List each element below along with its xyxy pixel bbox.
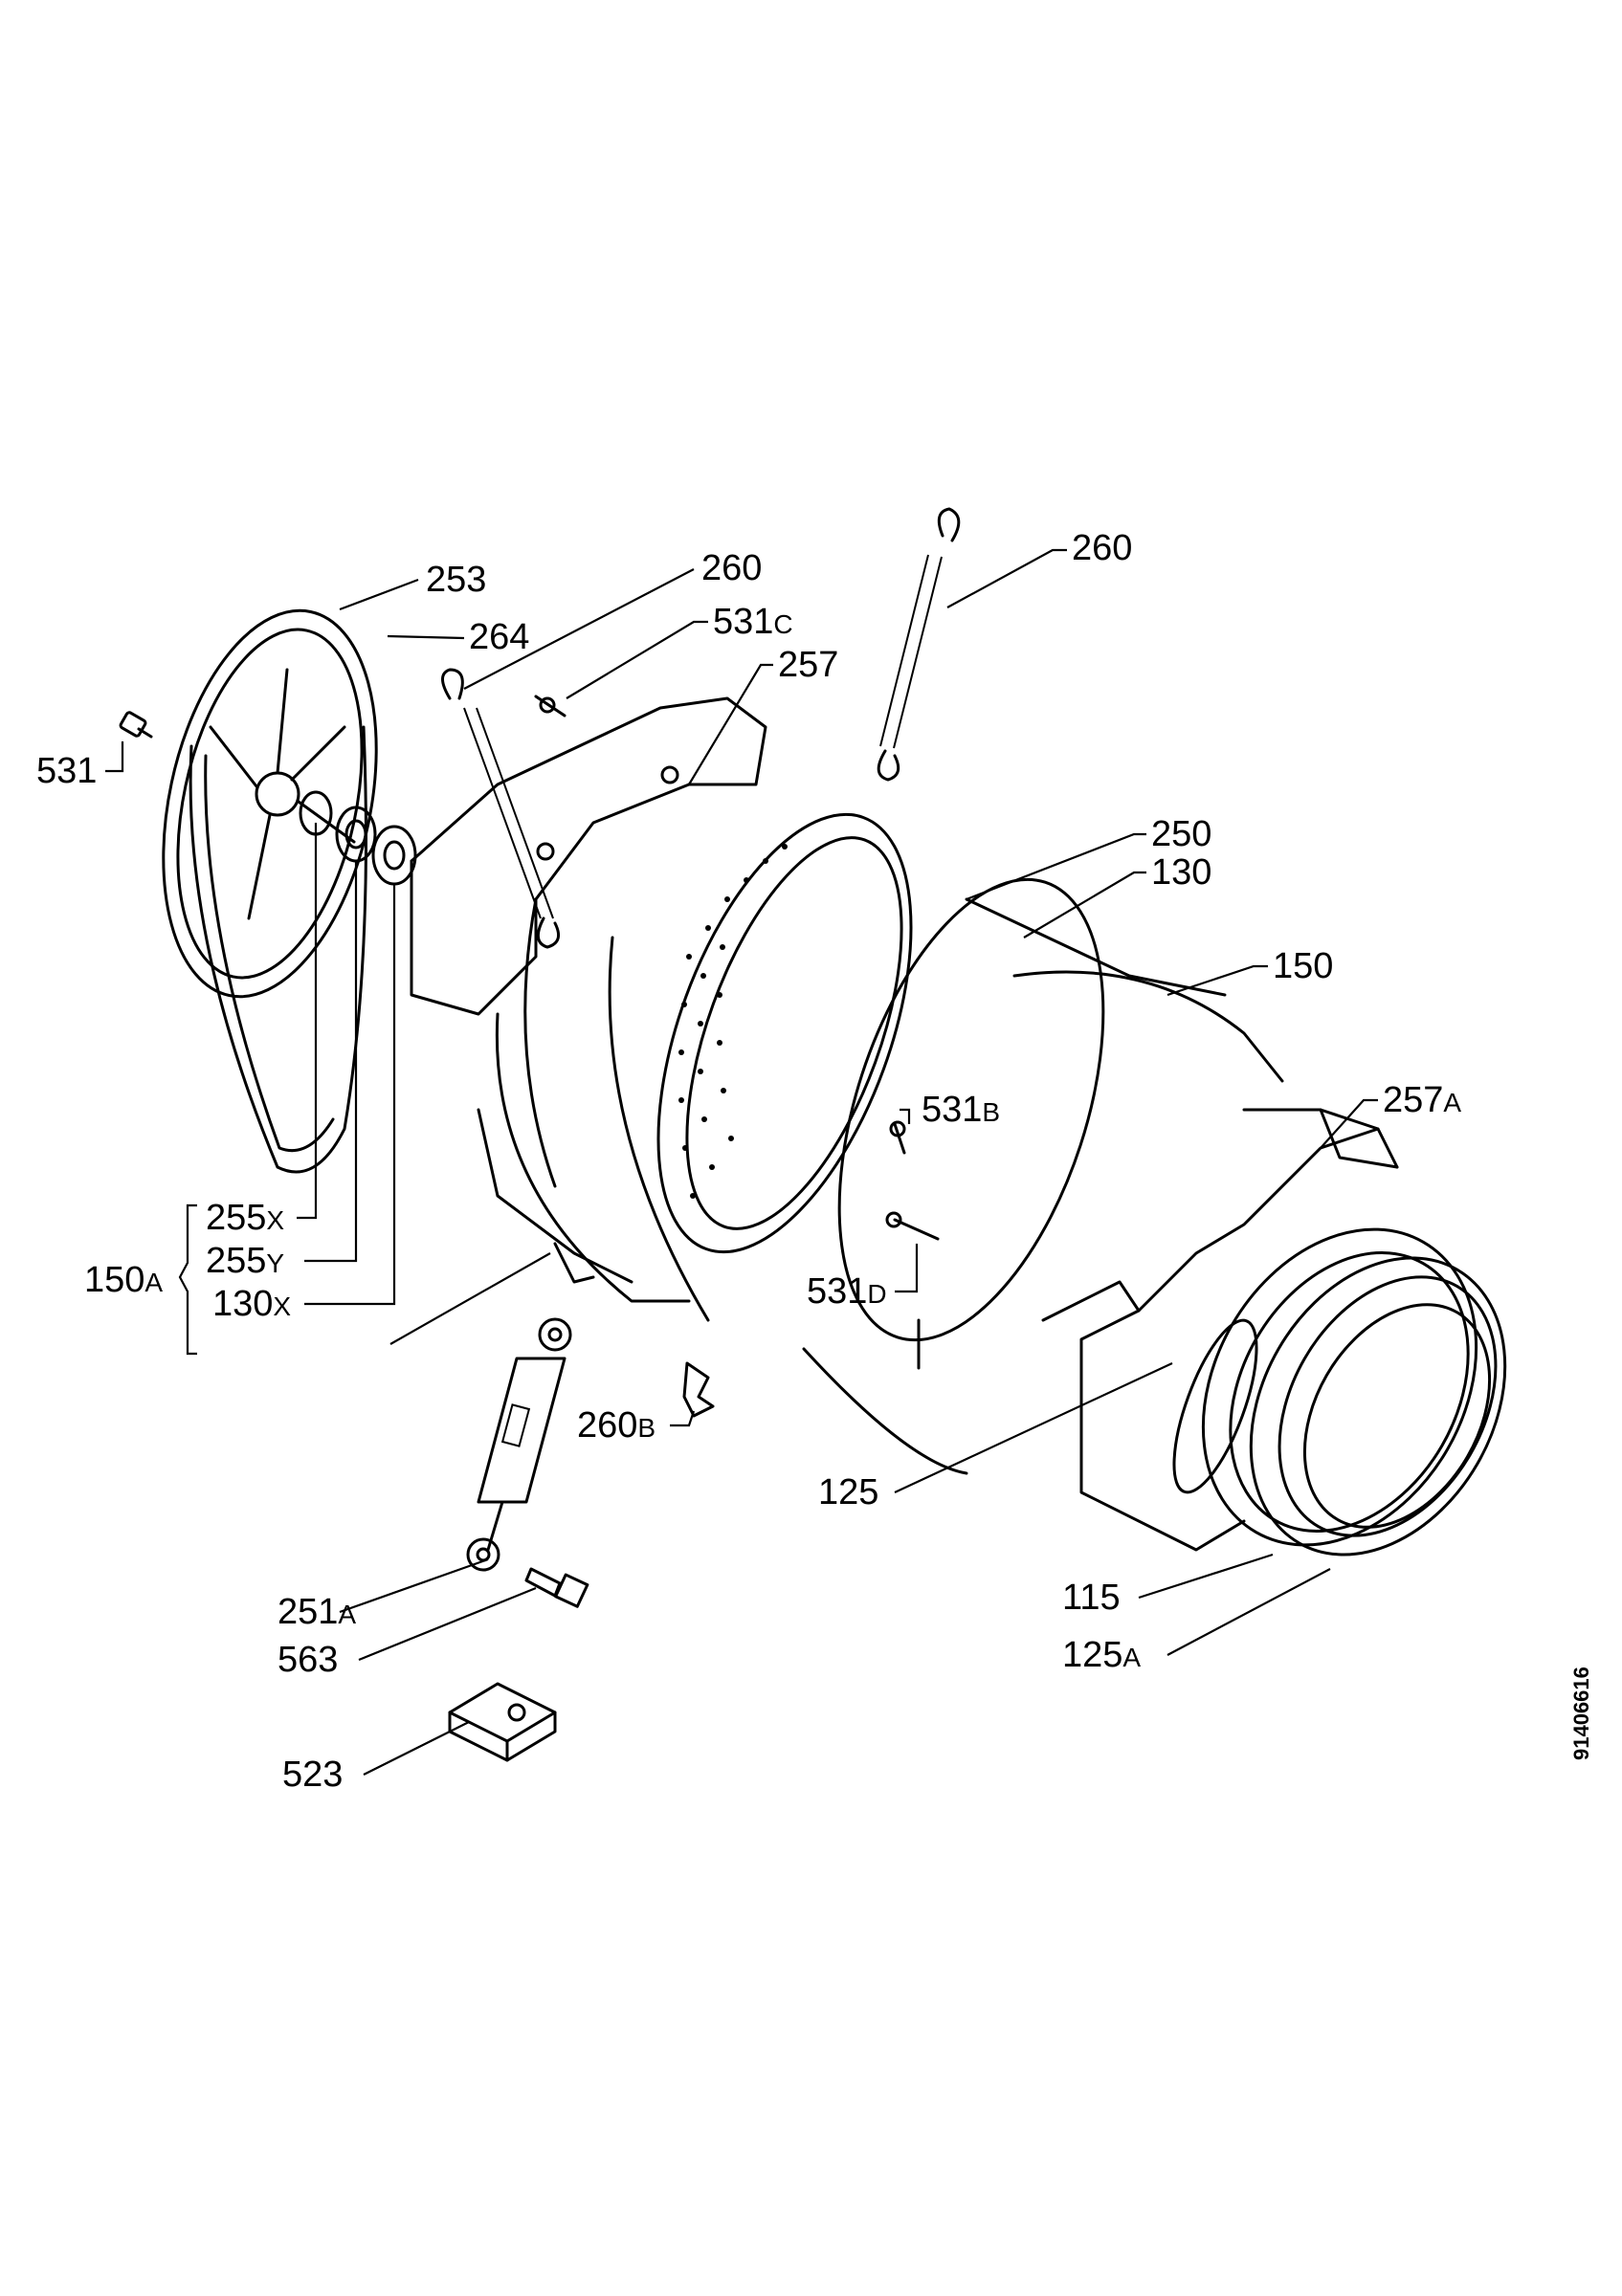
pulley-wheel-drawing <box>162 608 378 1174</box>
callout-531: 531 <box>36 751 97 791</box>
callout-257: 257 <box>778 645 838 685</box>
rear-tub-drawing <box>410 696 767 1303</box>
callout-255y: 255Y <box>206 1241 284 1281</box>
callout-260b: 260B <box>577 1405 655 1446</box>
callout-260-right: 260 <box>1072 528 1132 568</box>
drum-drawing <box>608 812 913 1322</box>
front-tub-drawing <box>802 877 1284 1475</box>
callout-130: 130 <box>1151 852 1211 893</box>
ring-125-drawing <box>1172 1318 1258 1494</box>
door-gasket-drawing <box>1201 1227 1507 1556</box>
screw-531d-drawing <box>885 1211 940 1241</box>
callout-531d: 531D <box>807 1271 887 1312</box>
spring-left-drawing <box>441 668 561 949</box>
leader-lines <box>105 548 1378 1776</box>
screw-531b-drawing <box>889 1120 906 1155</box>
callout-150: 150 <box>1273 946 1333 986</box>
shock-absorber-drawing <box>466 1317 572 1572</box>
callout-563: 563 <box>278 1640 338 1680</box>
callout-251a: 251A <box>278 1592 356 1632</box>
callout-531b: 531B <box>922 1090 1000 1130</box>
screw-531c-drawing <box>534 695 567 718</box>
callout-264: 264 <box>469 617 529 657</box>
bolt-563-drawing <box>524 1567 589 1608</box>
callout-257a: 257A <box>1383 1080 1461 1120</box>
callout-115: 115 <box>1062 1578 1121 1618</box>
callout-531c: 531C <box>713 602 793 642</box>
screw-531-drawing <box>119 711 153 739</box>
callout-250: 250 <box>1151 814 1211 854</box>
callout-523: 523 <box>282 1755 343 1795</box>
callout-150a: 150A <box>84 1260 163 1300</box>
document-number: 91406616 <box>1569 1667 1593 1760</box>
spring-right-drawing <box>877 507 961 782</box>
counterweight-drawing <box>1041 1108 1399 1552</box>
callout-255x: 255X <box>206 1198 284 1238</box>
callout-130x: 130X <box>212 1284 291 1324</box>
bracket-523-drawing <box>448 1682 557 1762</box>
callout-253: 253 <box>426 560 486 600</box>
callout-125a: 125A <box>1062 1635 1141 1675</box>
callout-labels: 253 264 260 531C 257 260 531 250 130 150 <box>36 528 1461 1795</box>
callout-260-top: 260 <box>701 548 762 588</box>
callout-125: 125 <box>818 1472 878 1512</box>
clip-260b-drawing <box>682 1361 715 1418</box>
